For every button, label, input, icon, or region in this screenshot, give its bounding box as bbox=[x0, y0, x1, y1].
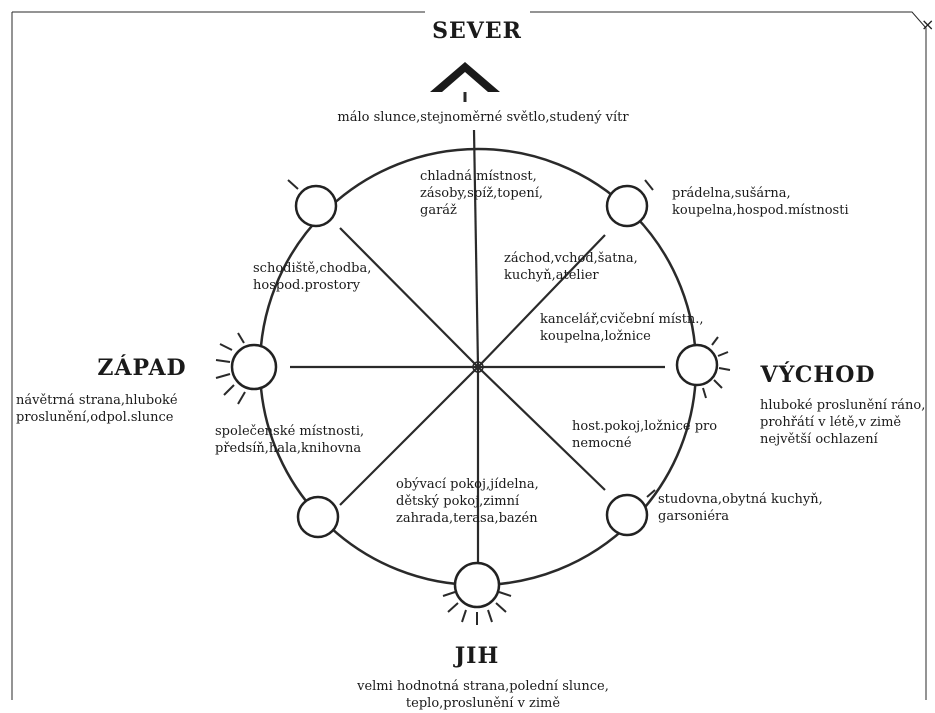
label-line: návětrná strana,hluboké bbox=[16, 393, 178, 408]
label-line: koupelna,ložnice bbox=[540, 329, 651, 344]
room-group-east-northeast: kancelář,cvičební místn., koupelna,ložnic… bbox=[540, 312, 704, 344]
label-line: host.pokoj,ložnice pro bbox=[572, 419, 717, 434]
label-line: studovna,obytná kuchyň, bbox=[658, 492, 823, 507]
room-group-northwest: schodiště,chodba, hospod.prostory bbox=[253, 261, 371, 293]
room-group-north-northeast: záchod,vchod,šatna, kuchyň,atelier bbox=[504, 251, 638, 283]
label-line: hospod.prostory bbox=[253, 278, 361, 293]
sun-sw-icon bbox=[296, 495, 340, 539]
label-line: záchod,vchod,šatna, bbox=[504, 251, 638, 266]
room-group-southeast-outer: studovna,obytná kuchyň, garsoniéra bbox=[658, 492, 823, 524]
compass-spokes bbox=[290, 129, 665, 580]
label-line: prádelna,sušárna, bbox=[672, 186, 791, 201]
label-line: největší ochlazení bbox=[760, 432, 879, 447]
label-line: zahrada,terasa,bazén bbox=[396, 511, 538, 526]
sun-east-icon bbox=[675, 336, 731, 399]
label-line: velmi hodnotná strana,polední slunce, bbox=[356, 679, 609, 694]
label-line: dětský pokoj,zimní bbox=[396, 494, 520, 509]
room-group-north: chladná místnost, zásoby,spíž,topení, gará… bbox=[420, 169, 543, 218]
west-description: návětrná strana,hluboké proslunění,odpol.… bbox=[16, 393, 178, 425]
label-line: nemocné bbox=[572, 436, 632, 451]
label-line: teplo,proslunění v zimě bbox=[406, 696, 560, 711]
north-arrow-icon bbox=[430, 62, 500, 102]
north-label: SEVER bbox=[432, 18, 522, 44]
label-line: obývací pokoj,jídelna, bbox=[396, 477, 539, 492]
label-line: zásoby,spíž,topení, bbox=[420, 186, 543, 201]
south-label: JIH bbox=[453, 643, 500, 669]
south-description: velmi hodnotná strana,polední slunce, tep… bbox=[356, 679, 609, 711]
room-group-northeast-outer: prádelna,sušárna, koupelna,hospod.místnos… bbox=[672, 186, 849, 218]
label-line: schodiště,chodba, bbox=[253, 261, 371, 276]
close-icon[interactable]: × bbox=[921, 15, 934, 34]
label-line: málo slunce,stejnoměrné světlo,studený v… bbox=[337, 110, 629, 125]
sun-nw-icon bbox=[287, 179, 338, 228]
room-group-south: obývací pokoj,jídelna, dětský pokoj,zimní… bbox=[396, 477, 539, 526]
west-label: ZÁPAD bbox=[97, 354, 186, 381]
label-line: garsoniéra bbox=[658, 509, 729, 524]
sun-south-icon bbox=[442, 561, 512, 625]
label-line: garáž bbox=[420, 203, 457, 218]
room-group-southwest: společenské místnosti, předsíň,hala,kniho… bbox=[215, 424, 364, 456]
sun-ne-icon bbox=[605, 179, 654, 228]
label-line: kancelář,cvičební místn., bbox=[540, 312, 704, 327]
label-line: proslunění,odpol.slunce bbox=[16, 410, 174, 425]
label-line: předsíň,hala,knihovna bbox=[215, 441, 361, 456]
sun-se-icon bbox=[605, 489, 656, 537]
frame bbox=[11, 11, 927, 700]
east-label: VÝCHOD bbox=[760, 361, 876, 388]
north-description: málo slunce,stejnoměrné světlo,studený v… bbox=[337, 110, 629, 125]
center-point bbox=[472, 361, 484, 373]
label-line: koupelna,hospod.místnosti bbox=[672, 203, 849, 218]
label-line: chladná místnost, bbox=[420, 169, 537, 184]
label-line: společenské místnosti, bbox=[215, 424, 364, 439]
label-line: kuchyň,atelier bbox=[504, 268, 599, 283]
sun-west-icon bbox=[215, 332, 278, 405]
east-description: hluboké proslunění ráno, prohřátí v létě,… bbox=[760, 398, 925, 447]
label-line: prohřátí v létě,v zimě bbox=[760, 415, 901, 430]
label-line: hluboké proslunění ráno, bbox=[760, 398, 925, 413]
room-group-east-southeast: host.pokoj,ložnice pro nemocné bbox=[572, 419, 717, 451]
